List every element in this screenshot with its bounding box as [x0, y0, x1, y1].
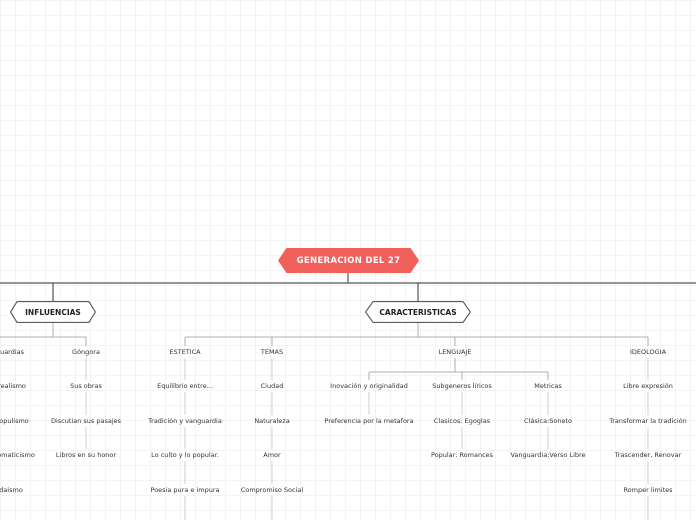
node-dramaticismo[interactable]: omaticismo	[0, 451, 35, 459]
node-ideologia[interactable]: IDEOLOGIA	[629, 348, 667, 356]
node-transformar-tradicion[interactable]: Transformar la tradición	[609, 417, 687, 425]
node-gongora[interactable]: Góngora	[72, 348, 100, 356]
node-compromiso-social[interactable]: Compromiso Social	[240, 486, 304, 494]
node-estetica[interactable]: ESTETICA	[169, 348, 201, 356]
node-neopopulismo[interactable]: opulismo	[0, 417, 29, 425]
branch-caracteristicas-label: CARACTERISTICAS	[379, 307, 457, 317]
node-clasica-soneto[interactable]: Clásica:Soneto	[523, 417, 573, 425]
node-popular-romances[interactable]: Popular: Romances	[430, 451, 494, 459]
node-vanguardias[interactable]: guardias	[0, 348, 25, 356]
hexagon-shape	[365, 301, 471, 323]
node-lenguaje[interactable]: LENGUAJE	[438, 348, 472, 356]
root-node[interactable]: GENERACION DEL 27	[278, 248, 419, 273]
node-clasicos-egoglas[interactable]: Clasicos: Egoglas	[433, 417, 491, 425]
node-poesia-pura[interactable]: Poesia pura e impura	[150, 486, 220, 494]
branch-influencias-label: INFLUENCIAS	[25, 307, 81, 317]
node-amor[interactable]: Amor	[263, 451, 281, 459]
node-libre-expresion[interactable]: Libre expresión	[623, 382, 673, 390]
branch-influencias[interactable]: INFLUENCIAS	[10, 301, 96, 323]
node-sus-obras[interactable]: Sus obras	[70, 382, 102, 390]
root-label: GENERACION DEL 27	[296, 255, 401, 266]
node-temas[interactable]: TEMAS	[260, 348, 284, 356]
node-romper-limites[interactable]: Romper limites	[623, 486, 673, 494]
node-trascender-renovar[interactable]: Trascender, Renovar	[614, 451, 682, 459]
hexagon-shape	[10, 301, 96, 323]
node-dadaismo[interactable]: daismo	[0, 486, 23, 494]
node-naturaleza[interactable]: Naturaleza	[254, 417, 290, 425]
node-metafora[interactable]: Preferencia por la metafora	[324, 417, 414, 425]
node-equilibrio[interactable]: Equilibrio entre...	[157, 382, 213, 390]
node-innovacion[interactable]: Inovación y originalidad	[330, 382, 408, 390]
node-tradicion-vanguardia[interactable]: Tradición y vanguardia	[148, 417, 222, 425]
node-metricas[interactable]: Metricas	[534, 382, 562, 390]
node-subgeneros[interactable]: Subgeneros líricos	[432, 382, 492, 390]
node-surrealismo[interactable]: realismo	[0, 382, 26, 390]
branch-caracteristicas[interactable]: CARACTERISTICAS	[365, 301, 471, 323]
node-culto-popular[interactable]: Lo culto y lo popular.	[151, 451, 219, 459]
node-ciudad[interactable]: Ciudad	[260, 382, 284, 390]
node-libros-honor[interactable]: Libros en su honor	[55, 451, 117, 459]
node-verso-libre[interactable]: Vanguardia:Verso Libre	[510, 451, 586, 459]
node-discutian-pasajes[interactable]: Discutian sus pasajes	[50, 417, 122, 425]
